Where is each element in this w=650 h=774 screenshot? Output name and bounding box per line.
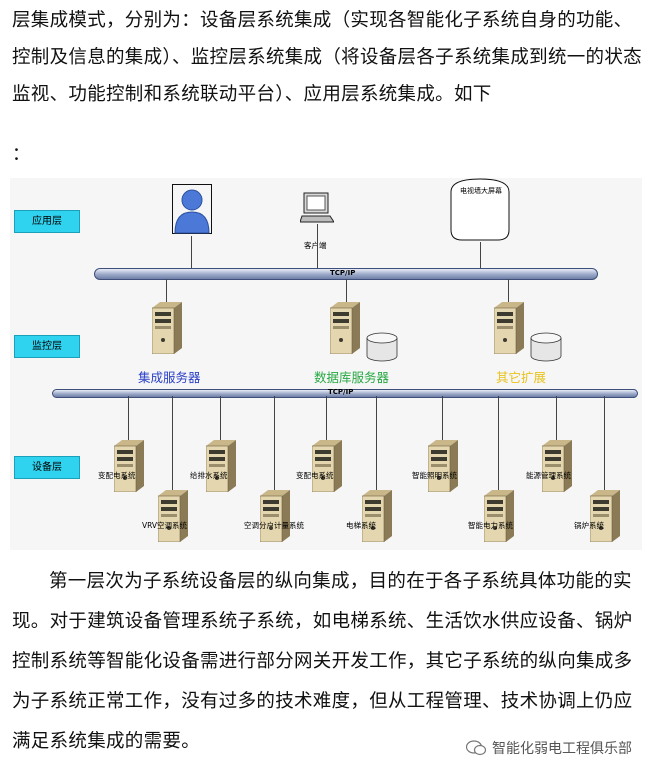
device-label: VRV空调系统: [142, 521, 188, 530]
device-label: 变配电系统: [98, 471, 136, 480]
device-server-icon: [206, 440, 236, 492]
colon-text: ：: [12, 144, 30, 165]
watermark: 智能化弱电工程俱乐部: [466, 738, 632, 758]
device-label: 给排水系统: [190, 471, 228, 480]
device-label: 空调分户计量系统: [244, 521, 304, 530]
body-paragraph: 第一层次为子系统设备层的纵向集成，目的在于各子系统具体功能的实现。对于建筑设备管…: [12, 571, 633, 752]
layer-label-monitor: 监控层: [14, 335, 80, 358]
layer-label-device: 设备层: [14, 456, 80, 479]
video-wall-icon: [450, 178, 510, 241]
network-bus-middle: [52, 389, 638, 398]
bus-middle-label: TCP/IP: [328, 388, 354, 396]
device-server-icon: [484, 490, 514, 542]
client-label: 客户端: [304, 241, 327, 250]
device-server-icon: [542, 440, 572, 492]
device-server-icon: [362, 490, 392, 542]
extension-server-icon: [494, 302, 524, 354]
video-wall-label: 电视墙大屏幕: [460, 187, 502, 195]
device-server-icon: [428, 440, 458, 492]
extension-server-label: 其它扩展: [496, 370, 547, 385]
database-server-icon: [330, 302, 360, 354]
user-icon: [172, 184, 212, 234]
device-server-icon: [158, 490, 188, 542]
system-integration-diagram: 应用层 监控层 设备层 客户端 电视墙大屏幕 TCP/IP 集成服务器 数据库服…: [10, 178, 642, 550]
watermark-text: 智能化弱电工程俱乐部: [492, 741, 632, 757]
device-server-icon: [114, 440, 144, 492]
device-label: 锅炉系统: [574, 521, 604, 530]
device-label: 智能电力系统: [468, 521, 513, 530]
device-server-icon: [260, 490, 290, 542]
integration-server-icon: [152, 302, 182, 354]
intro-paragraph: 层集成模式，分别为：设备层系统集成（实现各智能化子系统自身的功能、控制及信息的集…: [12, 10, 642, 105]
wechat-icon: [466, 740, 486, 756]
client-computer-icon: [300, 192, 334, 223]
extension-disk-icon: [530, 332, 562, 362]
database-disk-icon: [366, 332, 398, 362]
bus-top-label: TCP/IP: [330, 269, 356, 277]
device-label: 变配电系统: [296, 471, 334, 480]
device-label: 智能照明系统: [412, 471, 457, 480]
device-server-icon: [312, 440, 342, 492]
database-server-label: 数据库服务器: [314, 370, 390, 385]
device-label: 能源管理系统: [526, 471, 571, 480]
layer-label-application: 应用层: [14, 210, 80, 233]
device-server-icon: [590, 490, 620, 542]
device-label: 电梯系统: [346, 521, 376, 530]
integration-server-label: 集成服务器: [138, 370, 201, 385]
